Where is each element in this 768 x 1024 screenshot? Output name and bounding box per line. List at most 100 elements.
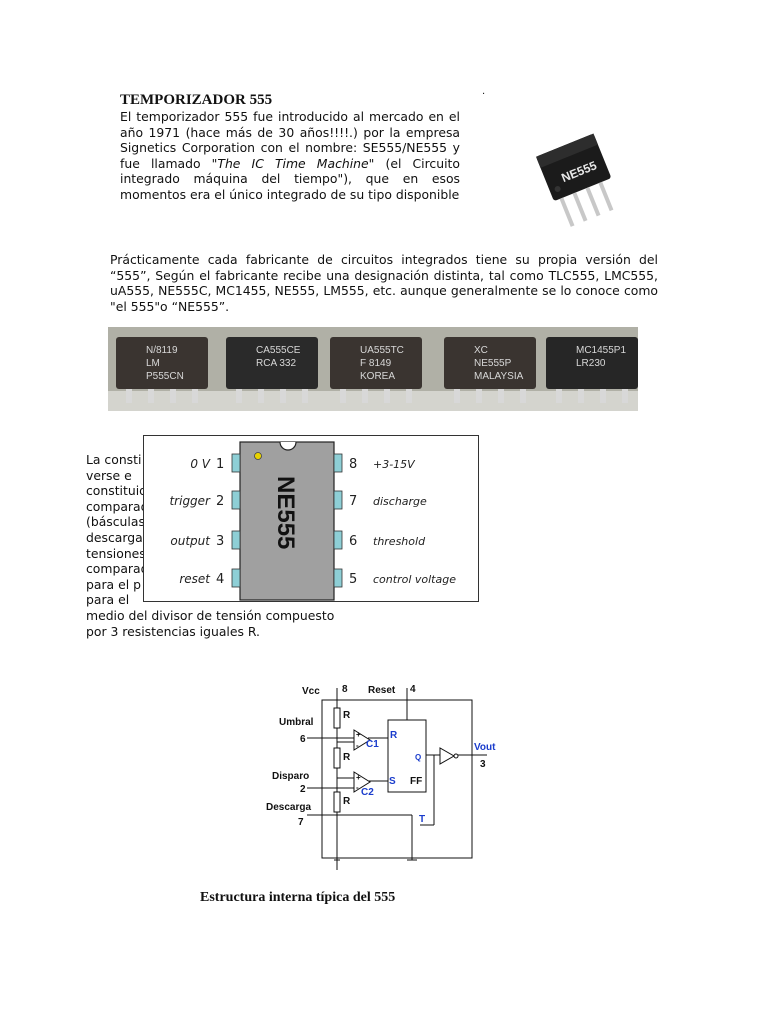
intro-paragraph: El temporizador 555 fue introducido al m… bbox=[120, 109, 460, 203]
p3-line: (básculas bbox=[86, 514, 145, 530]
pin-left bbox=[231, 453, 241, 473]
intro-text-start: El temporizador 555 fue introducido al m… bbox=[120, 109, 460, 171]
pin-name: reset bbox=[179, 572, 211, 586]
comparator-c1 bbox=[353, 729, 371, 751]
ff-r-input: R bbox=[390, 730, 398, 741]
chip-top-face bbox=[535, 133, 598, 168]
pin-name: trigger bbox=[169, 494, 211, 508]
pinout-notch bbox=[279, 441, 297, 451]
descarga-label: Descarga bbox=[266, 802, 311, 813]
pin1-dot bbox=[554, 186, 561, 193]
pin-number: 2 bbox=[216, 494, 224, 509]
pin-number: 6 bbox=[349, 534, 357, 549]
p3-line: tensiones bbox=[86, 545, 146, 561]
strip-chip-marking: UA555TC bbox=[360, 345, 404, 356]
p3-line: comparad bbox=[86, 561, 149, 577]
strip-chip-marking: F 8149 bbox=[360, 358, 392, 369]
strip-chip-marking: NE555P bbox=[474, 358, 512, 369]
c2-plus: + bbox=[356, 773, 361, 782]
disparo-pin: 2 bbox=[300, 784, 306, 795]
schematic-caption: Estructura interna típica del 555 bbox=[200, 890, 396, 905]
pin-name: threshold bbox=[373, 535, 426, 548]
pin-left bbox=[231, 530, 241, 550]
pin1-marker bbox=[254, 452, 262, 460]
intro-text-end: " (el Circuito integrado máquina del tie… bbox=[120, 155, 460, 202]
strip-chip-marking: P555CN bbox=[146, 371, 184, 382]
resistor bbox=[333, 747, 341, 769]
strip-chip-marking: MALAYSIA bbox=[474, 371, 524, 382]
strip-chip-marking: XC bbox=[474, 345, 488, 356]
reset-pin: 4 bbox=[410, 684, 416, 695]
c1-plus: + bbox=[356, 730, 361, 739]
resistor-label: R bbox=[343, 752, 351, 763]
p3-line: para el p bbox=[86, 576, 141, 592]
inverter-bubble bbox=[453, 753, 459, 759]
resistor bbox=[333, 707, 341, 729]
page-title: TEMPORIZADOR 555 bbox=[120, 92, 273, 108]
pin-name: +3-15V bbox=[373, 458, 416, 471]
reset-label: Reset bbox=[368, 685, 396, 696]
resistor bbox=[333, 791, 341, 813]
pin-right bbox=[333, 490, 343, 510]
vcc-pin: 8 bbox=[342, 684, 348, 695]
strip-chip-marking: LR230 bbox=[576, 358, 606, 369]
pin-name: output bbox=[170, 534, 211, 548]
p3-line: para el bbox=[86, 592, 130, 608]
strip-chip-marking: LM bbox=[146, 358, 160, 369]
flip-flop bbox=[387, 719, 427, 793]
ne555-chip-photo: NE555 bbox=[535, 133, 614, 227]
comparator-c2 bbox=[353, 771, 371, 793]
descarga-pin: 7 bbox=[298, 817, 304, 828]
schematic-frame bbox=[321, 699, 473, 859]
vout-pin: 3 bbox=[480, 759, 486, 770]
umbral-label: Umbral bbox=[279, 717, 314, 728]
umbral-pin: 6 bbox=[300, 734, 306, 745]
vcc-label: Vcc bbox=[302, 686, 320, 697]
pin-number: 1 bbox=[216, 457, 224, 472]
pin-left bbox=[231, 490, 241, 510]
pin-right bbox=[333, 568, 343, 588]
p3-line: descarga bbox=[86, 529, 143, 545]
pinout-chip-body bbox=[239, 441, 335, 601]
pin-left bbox=[231, 568, 241, 588]
chip-legs bbox=[559, 181, 614, 227]
transistor-label: T bbox=[419, 814, 425, 825]
output-buffer bbox=[439, 747, 456, 765]
ff-s-input: S bbox=[389, 776, 396, 787]
pin-name: discharge bbox=[373, 495, 427, 508]
pin-number: 5 bbox=[349, 572, 357, 587]
strip-chip-marking: RCA 332 bbox=[256, 358, 296, 369]
pin-right bbox=[333, 530, 343, 550]
internal-schematic: Vcc 8 Reset 4 Umbral 6 Disparo 2 Descarg… bbox=[266, 684, 496, 870]
resistor-label: R bbox=[343, 710, 351, 721]
structure-paragraph: La consti verse e constituid comparad (b… bbox=[86, 452, 361, 639]
ff-q-output: Q bbox=[415, 753, 421, 762]
intro-italic: The IC Time Machine bbox=[217, 155, 369, 171]
ff-label: FF bbox=[410, 776, 422, 787]
p3-line: verse e bbox=[86, 467, 132, 483]
c2-minus: - bbox=[356, 783, 359, 792]
c1-minus: - bbox=[356, 741, 359, 750]
c1-label: C1 bbox=[366, 739, 379, 750]
schematic-wires bbox=[307, 688, 487, 870]
resistor-label: R bbox=[343, 796, 351, 807]
pin-number: 3 bbox=[216, 534, 224, 549]
c2-label: C2 bbox=[361, 787, 374, 798]
p3-line: comparad bbox=[86, 498, 149, 514]
schematic-parts bbox=[333, 707, 459, 813]
strip-chip-marking: N/8119 bbox=[146, 345, 178, 356]
p3-line: por 3 resistencias iguales R. bbox=[86, 623, 260, 639]
pin-number: 4 bbox=[216, 572, 224, 587]
p3-line: medio del divisor de tensión compuesto bbox=[86, 607, 335, 623]
pin-number: 8 bbox=[349, 457, 357, 472]
pin-number: 7 bbox=[349, 494, 357, 509]
p3-line: constituid bbox=[86, 483, 148, 499]
